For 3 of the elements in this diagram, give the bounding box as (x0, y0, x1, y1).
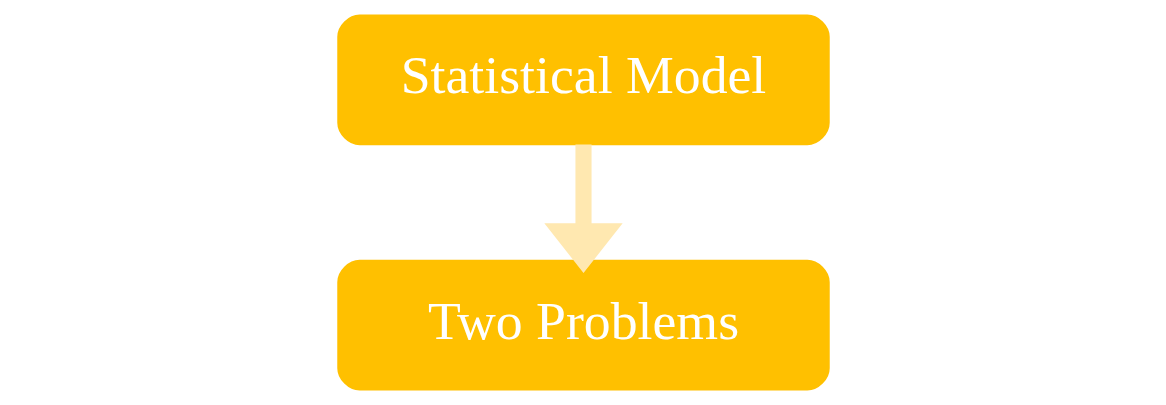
node-box: Statistical Model (336, 14, 830, 146)
arrow (543, 144, 623, 273)
node-box: Two Problems (336, 259, 830, 391)
